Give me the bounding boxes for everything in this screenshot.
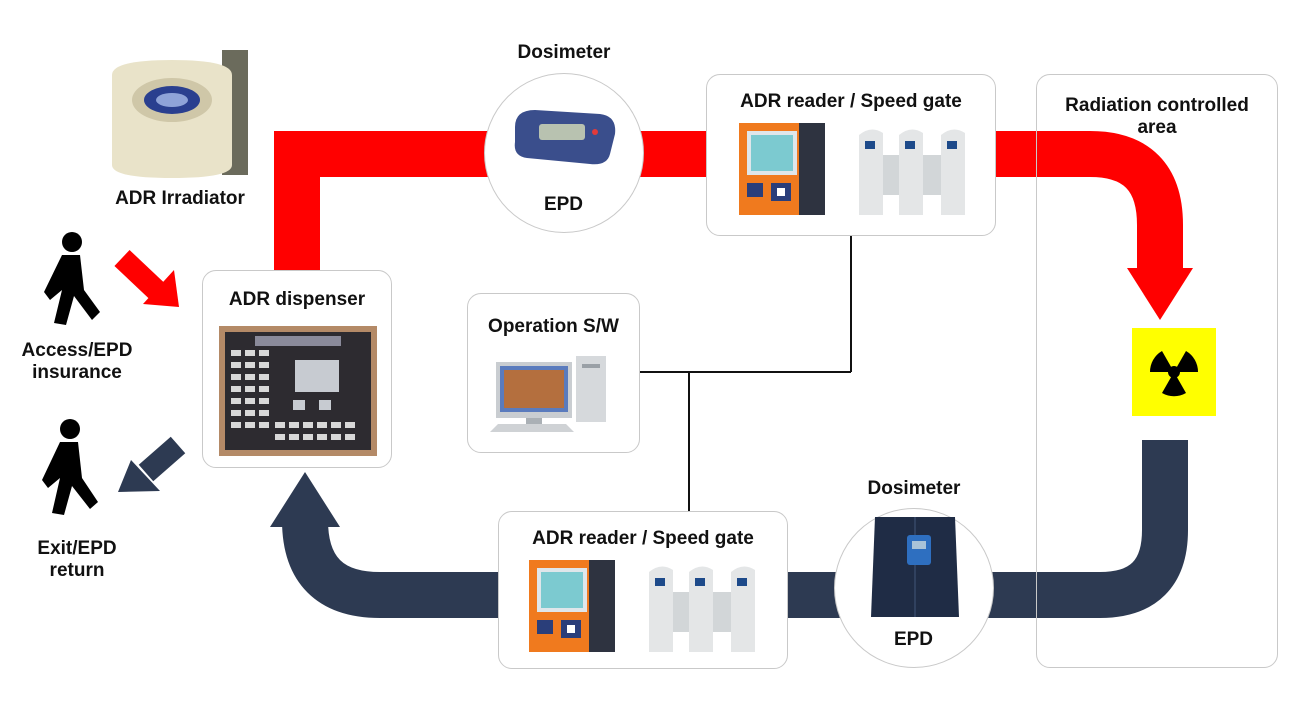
adr-reader-top-label: ADR reader / Speed gate bbox=[740, 91, 962, 112]
speed-gate-icon bbox=[859, 129, 965, 215]
access-label-line2: insurance bbox=[32, 362, 122, 383]
adr-reader-bottom-box: ADR reader / Speed gate bbox=[498, 511, 788, 669]
exit-arrow bbox=[118, 436, 186, 492]
return-flow-arrowhead bbox=[270, 472, 340, 527]
worn-epd-icon bbox=[871, 517, 959, 617]
dosimeter-top-label: Dosimeter bbox=[517, 42, 611, 63]
operation-sw-label: Operation S/W bbox=[488, 316, 619, 337]
adr-reader-bottom-label: ADR reader / Speed gate bbox=[532, 528, 754, 549]
entry-flow-arrowhead bbox=[1127, 268, 1193, 320]
adr-dispenser-label: ADR dispenser bbox=[228, 289, 366, 310]
entry-flow-path bbox=[274, 131, 1183, 275]
walking-person-exit-icon bbox=[42, 419, 98, 515]
access-arrow bbox=[114, 250, 179, 307]
epd-top-label: EPD bbox=[543, 194, 584, 215]
dosimeter-top-circle: EPD bbox=[484, 73, 644, 233]
computer-icon bbox=[490, 356, 606, 432]
adr-reader-kiosk-icon bbox=[529, 560, 615, 652]
epd-bottom-label: EPD bbox=[893, 629, 934, 650]
radiation-area-label-line2: area bbox=[1137, 117, 1177, 138]
radiation-area-label-line1: Radiation controlled bbox=[1065, 95, 1249, 116]
dosimeter-bottom-circle: EPD bbox=[834, 508, 994, 668]
adr-dispenser-image bbox=[219, 326, 377, 456]
adr-dispenser-box: ADR dispenser bbox=[202, 270, 392, 468]
access-label-line1: Access/EPD bbox=[21, 340, 133, 361]
walking-person-icon bbox=[44, 232, 100, 325]
dosimeter-bottom-label: Dosimeter bbox=[867, 478, 961, 499]
adr-reader-top-box: ADR reader / Speed gate bbox=[706, 74, 996, 236]
speed-gate-icon bbox=[649, 566, 755, 652]
epd-device-icon bbox=[514, 110, 616, 165]
exit-label-line1: Exit/EPD bbox=[37, 538, 117, 559]
adr-irradiator-label: ADR Irradiator bbox=[115, 188, 245, 209]
network-connectors bbox=[640, 236, 852, 512]
radiation-area-box: Radiation controlled area bbox=[1036, 74, 1278, 668]
adr-irradiator-image bbox=[112, 50, 248, 178]
adr-reader-kiosk-icon bbox=[739, 123, 825, 215]
operation-sw-box: Operation S/W bbox=[467, 293, 640, 453]
radiation-sign-icon bbox=[1132, 328, 1216, 416]
exit-label-line2: return bbox=[49, 560, 105, 581]
